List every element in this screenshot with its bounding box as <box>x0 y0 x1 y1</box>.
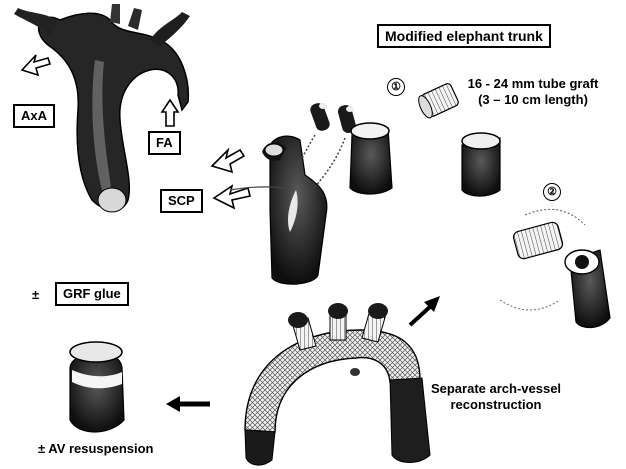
elephant-trunk-anastomosis <box>500 209 610 327</box>
av-resuspension-text: ± AV resuspension <box>38 441 154 457</box>
axa-label: AxA <box>13 104 55 128</box>
arch-reconstruction-line2: reconstruction <box>420 397 572 413</box>
arch-reconstruction-line1: Separate arch-vessel <box>420 381 572 397</box>
aortic-root-illustration <box>70 342 124 432</box>
graft-size-line2: (3 – 10 cm length) <box>446 92 620 108</box>
fa-arrow <box>162 100 178 126</box>
arch-reconstruction-text: Separate arch-vessel reconstruction <box>420 381 572 413</box>
title-box: Modified elephant trunk <box>377 24 551 48</box>
scp-arrow-upper <box>212 150 244 172</box>
arrow-to-step2 <box>410 296 440 325</box>
graft-size-line1: 16 - 24 mm tube graft <box>446 76 620 92</box>
step2-marker: ② <box>543 183 561 201</box>
opened-arch-illustration <box>230 101 392 284</box>
arch-graft-illustration <box>245 303 430 465</box>
descending-stump-1 <box>462 133 500 196</box>
axa-arrow <box>22 55 50 75</box>
fa-label: FA <box>148 131 181 155</box>
grf-glue-label: GRF glue <box>55 282 129 306</box>
scp-label: SCP <box>160 189 203 213</box>
glue-prefix: ± <box>32 287 39 303</box>
step1-marker: ① <box>387 78 405 96</box>
arrow-to-root <box>166 396 210 412</box>
graft-size-text: 16 - 24 mm tube graft (3 – 10 cm length) <box>446 76 620 108</box>
